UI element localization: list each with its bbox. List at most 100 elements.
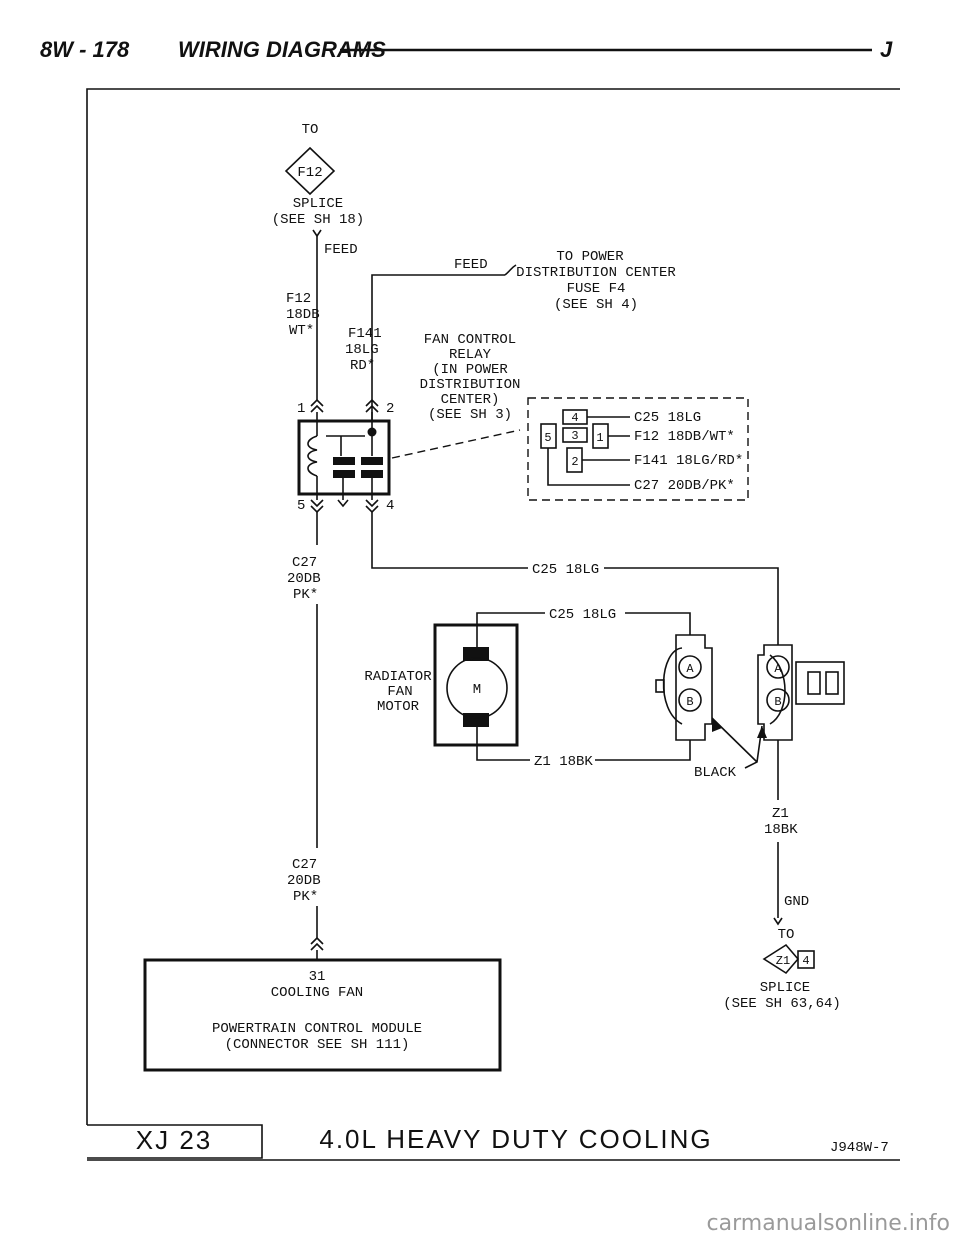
wire-z1-label-1: Z1 — [772, 806, 789, 822]
edition-letter: J — [880, 37, 893, 62]
cavity-5: 5 — [544, 431, 551, 445]
pin-4-arrow-icon — [365, 499, 379, 514]
page-header: 8W - 178 WIRING DIAGRAMS J — [40, 37, 893, 62]
motor-label-2: FAN — [387, 684, 412, 700]
watermark: carmanualsonline.info — [707, 1211, 950, 1236]
bottom-to-label: TO — [778, 927, 795, 943]
bottom-splice-id: Z1 — [776, 954, 790, 968]
radiator-fan-motor: RADIATOR FAN MOTOR M C25 18LG Z1 18BK — [364, 607, 691, 770]
motor-pin-a: A — [686, 662, 694, 676]
wire-f12-label-1: F12 — [286, 291, 311, 307]
relay-label-5: CENTER) — [441, 392, 500, 408]
motor-label-3: MOTOR — [377, 699, 420, 715]
relay-junction-dot — [367, 427, 377, 437]
footer-model: XJ 23 — [136, 1125, 213, 1155]
page-footer: XJ 23 4.0L HEAVY DUTY COOLING J948W-7 — [87, 1124, 900, 1161]
powertrain-control-module: 31 COOLING FAN POWERTRAIN CONTROL MODULE… — [143, 958, 502, 1072]
wire-c27-lower-3: PK* — [293, 889, 318, 905]
wire-c27-lower-1: C27 — [292, 857, 317, 873]
relay-pin-2: 2 — [386, 401, 394, 417]
harness-connector: A B — [757, 644, 845, 741]
gnd-label: GND — [784, 894, 809, 910]
power-ref-3: FUSE F4 — [567, 281, 626, 297]
feed-left-label: FEED — [324, 242, 358, 258]
relay-connector-view: 4 5 3 1 2 C25 18LG F12 18DB/WT* F141 18L… — [527, 397, 749, 501]
motor-symbol: M — [473, 682, 481, 698]
relay-coil-icon — [307, 435, 318, 477]
pcm-pin-arrow-icon — [310, 936, 324, 951]
splice-break-icon — [312, 229, 322, 238]
relay-label-1: FAN CONTROL — [424, 332, 516, 348]
footer-model-box — [87, 1124, 263, 1159]
fan-control-relay: 1 2 5 4 — [297, 398, 394, 514]
wire-f12-label-3: WT* — [289, 323, 314, 339]
pcm-pin-name: COOLING FAN — [271, 985, 363, 1001]
conn-wire-f12: F12 18DB/WT* — [634, 429, 735, 445]
wire-f141 — [371, 274, 505, 420]
connector-color-label: BLACK — [694, 765, 737, 781]
motor-icon — [446, 657, 508, 719]
conn-wire-f141: F141 18LG/RD* — [634, 453, 743, 469]
footer-code: J948W-7 — [830, 1140, 889, 1156]
bottom-splice-pin: 4 — [802, 954, 809, 968]
wire-f141-label-3: RD* — [350, 358, 375, 374]
pin-2-arrow-icon — [365, 398, 379, 413]
relay-label-3: (IN POWER — [432, 362, 508, 378]
ground-break-icon — [773, 917, 783, 926]
wire-f141-label-1: F141 — [348, 326, 382, 342]
pcm-connector-ref: (CONNECTOR SEE SH 111) — [225, 1037, 410, 1053]
power-ref-4: (SEE SH 4) — [554, 297, 638, 313]
power-ref-2: DISTRIBUTION CENTER — [516, 265, 676, 281]
wire-c27-upper-2: 20DB — [287, 571, 321, 587]
relay-box — [297, 419, 391, 496]
bottom-splice-label: SPLICE — [760, 980, 810, 996]
feed-right-label: FEED — [454, 257, 488, 273]
power-ref-1: TO POWER — [556, 249, 624, 265]
motor-label-1: RADIATOR — [364, 669, 432, 685]
cavity-3: 3 — [571, 429, 578, 443]
pin-a2-icon — [766, 655, 790, 679]
wire-c27-upper-3: PK* — [293, 587, 318, 603]
pin-a-icon — [678, 655, 702, 679]
relay-label-4: DISTRIBUTION — [420, 377, 521, 393]
pin-b2-icon — [766, 688, 790, 712]
relay-label-2: RELAY — [449, 347, 492, 363]
cavity-2: 2 — [571, 455, 578, 469]
pcm-title: POWERTRAIN CONTROL MODULE — [212, 1021, 422, 1037]
page-number: 8W - 178 — [40, 37, 130, 62]
harness-pin-a: A — [774, 662, 782, 676]
feed-break-icon — [504, 264, 517, 276]
motor-connector: A B — [655, 634, 713, 741]
motor-box — [433, 623, 519, 747]
cavity-4: 4 — [571, 411, 578, 425]
motor-pin-b: B — [686, 695, 693, 709]
relay-leader — [391, 429, 521, 459]
diagram-frame — [86, 88, 900, 1125]
footer-title: 4.0L HEAVY DUTY COOLING — [319, 1124, 712, 1154]
cavity-1: 1 — [596, 431, 603, 445]
pin-b-icon — [678, 688, 702, 712]
harness-pin-b: B — [774, 695, 781, 709]
wire-z1-label-2: 18BK — [764, 822, 798, 838]
conn-wire-c27: C27 20DB/PK* — [634, 478, 735, 494]
wire-c25-motor-label: C25 18LG — [549, 607, 616, 623]
pcm-pin-number: 31 — [309, 969, 326, 985]
relay-pin-5: 5 — [297, 498, 305, 514]
pcm-box — [143, 958, 502, 1072]
relay-label-6: (SEE SH 3) — [428, 407, 512, 423]
black-leader-left — [711, 717, 758, 763]
connector-box — [527, 397, 749, 501]
top-to-label: TO — [302, 122, 319, 138]
bottom-splice-ref: (SEE SH 63,64) — [723, 996, 841, 1012]
wire-c25-main-label: C25 18LG — [532, 562, 599, 578]
wire-f141-label-2: 18LG — [345, 342, 379, 358]
wire-c27-upper-1: C27 — [292, 555, 317, 571]
splice-diamond-icon — [284, 146, 336, 196]
wire-c27-lower-2: 20DB — [287, 873, 321, 889]
wire-c25-main — [371, 512, 528, 569]
pin-5-arrow-icon — [310, 499, 324, 514]
relay-pin-4: 4 — [386, 498, 394, 514]
top-splice-id: F12 — [297, 165, 322, 181]
conn-wire-c25: C25 18LG — [634, 410, 701, 426]
